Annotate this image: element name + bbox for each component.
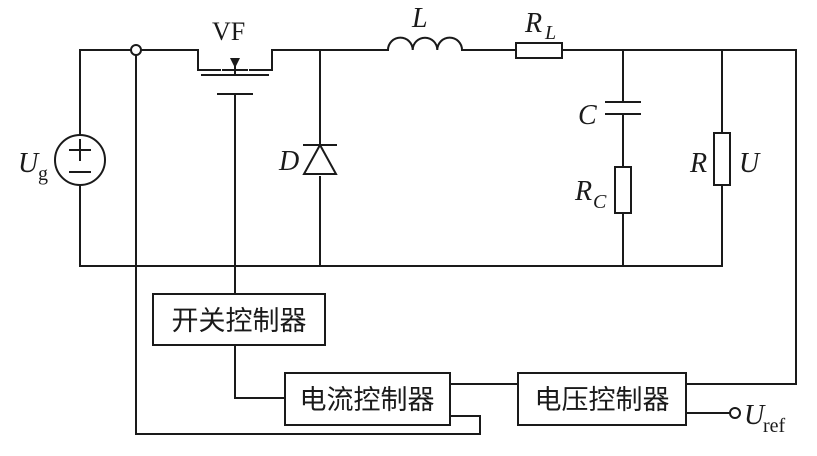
current-controller-label: 电流控制器 bbox=[300, 385, 435, 416]
diode-label: D bbox=[278, 146, 299, 177]
inductor-resistor-subscript: L bbox=[544, 22, 556, 44]
reference-subscript: ref bbox=[763, 415, 786, 437]
inductor-label: L bbox=[411, 3, 428, 34]
capacitor-symbol bbox=[605, 101, 641, 115]
sense-node bbox=[130, 44, 142, 56]
reference-terminal bbox=[729, 407, 741, 419]
reference-label: U bbox=[744, 400, 766, 431]
output-voltage-label: U bbox=[739, 148, 761, 179]
mosfet-switch-symbol bbox=[197, 49, 273, 95]
voltage-source-symbol bbox=[54, 134, 106, 186]
switch-controller-label: 开关控制器 bbox=[172, 306, 307, 337]
capacitor-resistor-label: R bbox=[574, 176, 592, 207]
inductor-symbol bbox=[386, 36, 464, 52]
inductor-resistor-symbol bbox=[515, 42, 563, 59]
load-resistor-symbol bbox=[713, 132, 731, 186]
inductor-resistor-label: R bbox=[524, 8, 542, 39]
capacitor-label: C bbox=[578, 100, 597, 131]
source-subscript: g bbox=[38, 163, 48, 185]
voltage-controller-block bbox=[517, 372, 687, 426]
switch-current-wire bbox=[234, 344, 286, 399]
capacitor-resistor-subscript: C bbox=[593, 191, 607, 213]
current-sense-wire bbox=[135, 49, 481, 435]
source-label: U bbox=[18, 148, 40, 179]
switch-label: VF bbox=[212, 17, 245, 46]
voltage-controller-label: 电压控制器 bbox=[535, 385, 670, 416]
capacitor-resistor-symbol bbox=[614, 166, 632, 214]
load-label: R bbox=[689, 148, 707, 179]
current-controller-block bbox=[284, 372, 451, 426]
switch-controller-block bbox=[152, 293, 326, 346]
diode-symbol bbox=[302, 142, 338, 175]
